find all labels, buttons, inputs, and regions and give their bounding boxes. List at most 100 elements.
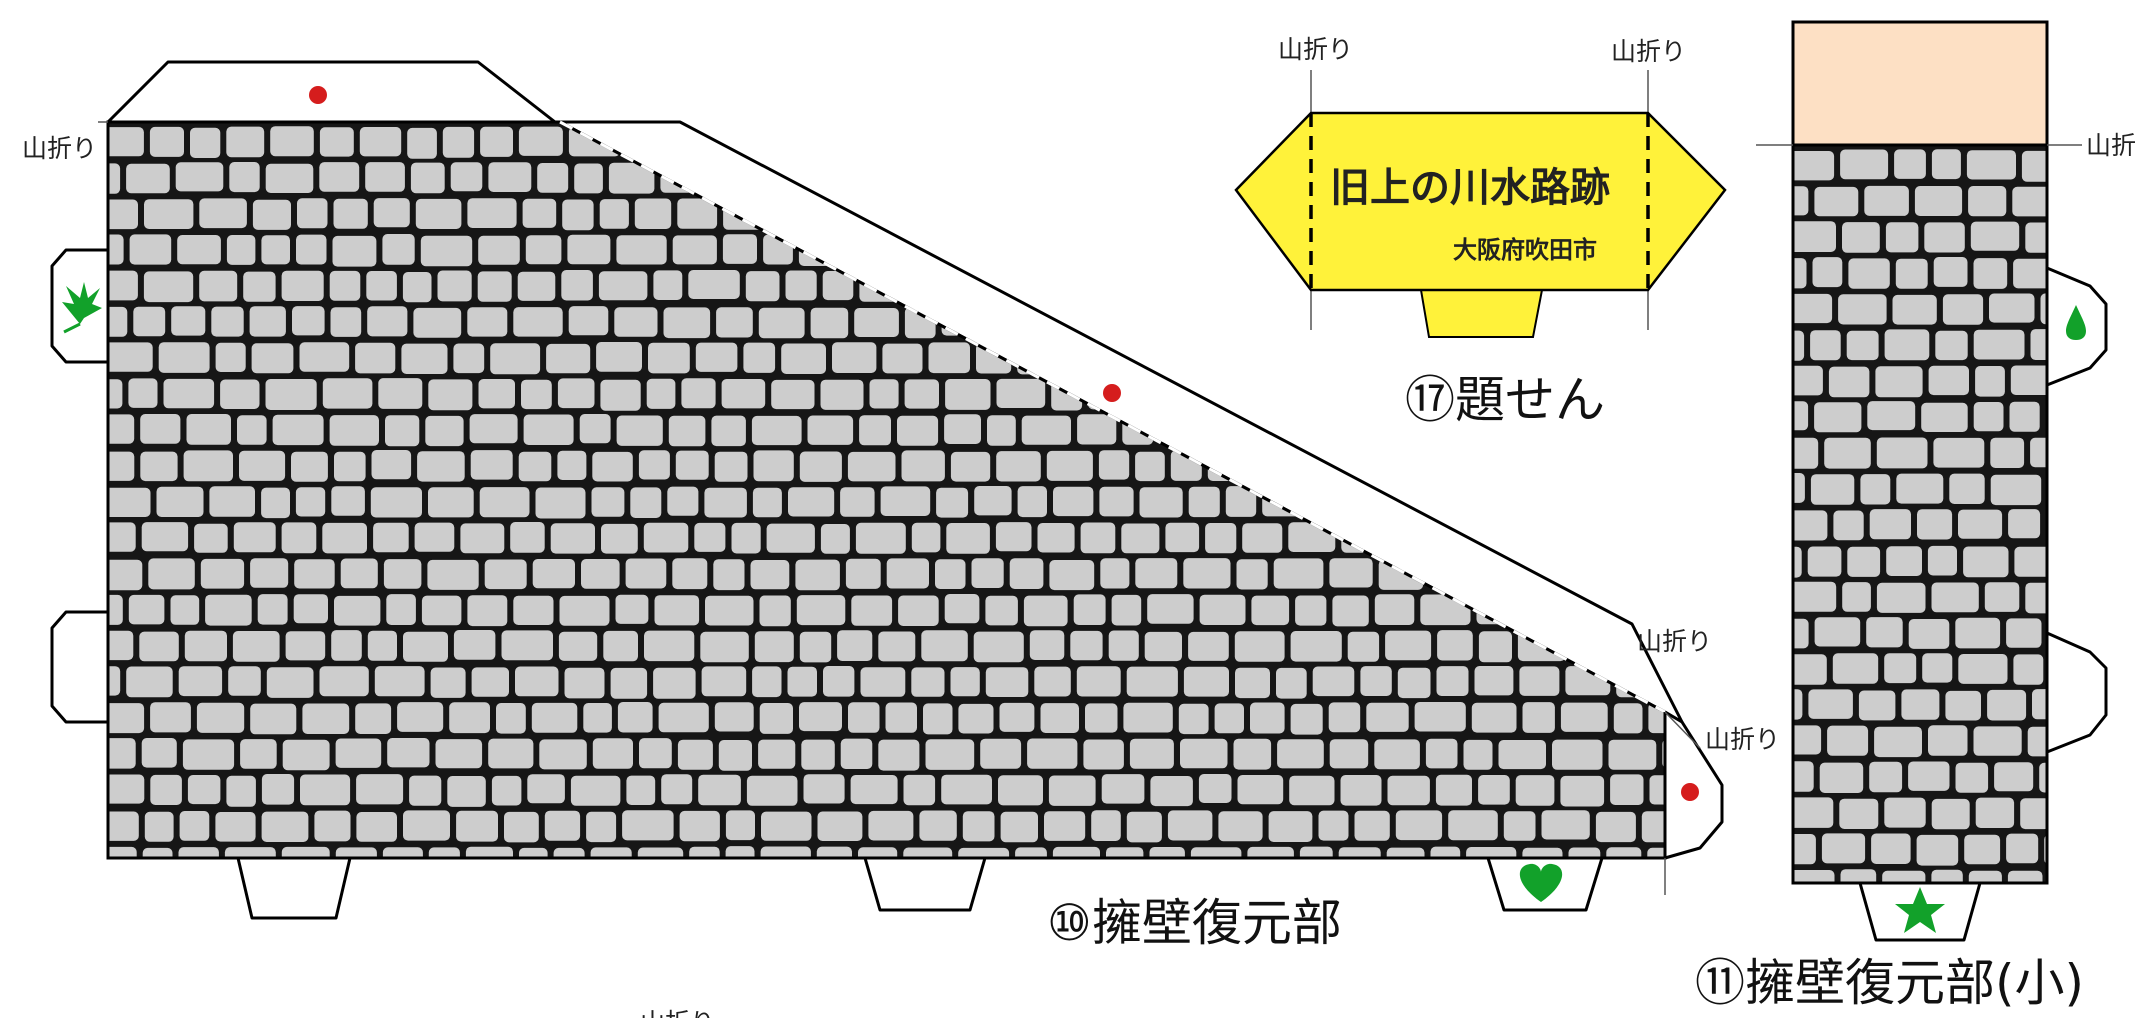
- stone-block: [1200, 198, 1232, 230]
- stone-block: [1973, 258, 2008, 289]
- stone-block: [1793, 473, 1805, 503]
- stone-block: [1478, 631, 1512, 663]
- stone-block: [1236, 559, 1268, 590]
- stone-block: [302, 703, 350, 734]
- stone-block: [1139, 487, 1183, 518]
- stone-block: [1576, 523, 1609, 553]
- stone-block: [261, 235, 290, 265]
- stone-block: [1190, 127, 1226, 159]
- stone-block: [367, 306, 408, 337]
- stone-block: [799, 631, 832, 663]
- stone-block: [788, 487, 835, 517]
- stone-block: [403, 810, 450, 841]
- stone-block: [859, 415, 891, 446]
- drop-icon: [2066, 305, 2086, 340]
- heart-icon: [1519, 863, 1563, 902]
- stone-block: [675, 450, 709, 480]
- stone-block: [386, 594, 416, 625]
- stone-block: [270, 126, 314, 157]
- stone-block: [1608, 739, 1657, 770]
- stone-block: [546, 343, 591, 374]
- stone-block: [781, 343, 826, 374]
- stone-block: [858, 847, 898, 858]
- stone-block: [108, 666, 121, 696]
- stone-block: [1793, 437, 1819, 469]
- stone-block: [1273, 558, 1324, 589]
- stone-block: [1290, 703, 1323, 735]
- stone-block: [590, 847, 632, 858]
- red-dot-icon: [1681, 783, 1699, 801]
- stone-block: [661, 774, 693, 805]
- stone-block: [1614, 523, 1656, 554]
- stone-block: [1085, 703, 1118, 733]
- stone-block: [1150, 776, 1193, 807]
- stone-block: [480, 126, 513, 157]
- stone-block: [1436, 666, 1469, 696]
- stone-block: [108, 846, 137, 858]
- stone-block: [1230, 379, 1263, 410]
- stone-block: [2044, 834, 2047, 864]
- stone-block: [1073, 594, 1106, 625]
- stone-block: [1023, 595, 1068, 627]
- stone-block: [568, 306, 609, 336]
- stone-block: [544, 810, 581, 841]
- stone-block: [1613, 451, 1661, 482]
- left-glue-flap-lower: [50, 610, 110, 724]
- stone-block: [721, 379, 766, 409]
- stone-block: [539, 739, 587, 770]
- stone-block: [1106, 847, 1144, 858]
- stone-block: [935, 559, 966, 589]
- stone-block: [108, 774, 145, 804]
- stone-block: [911, 522, 941, 553]
- stone-block: [226, 126, 265, 158]
- stone-block: [1060, 163, 1099, 194]
- stone-block: [1884, 653, 1917, 684]
- star-icon: [1895, 887, 1945, 933]
- stone-block: [996, 378, 1046, 408]
- stone-block: [128, 594, 165, 625]
- stone-block: [2006, 833, 2039, 864]
- stone-block: [1188, 486, 1220, 518]
- stone-block: [714, 702, 754, 732]
- stone-block: [467, 307, 508, 337]
- stone-block: [1793, 797, 1834, 828]
- stone-block: [1968, 186, 2007, 217]
- fold-label-cropped: 山折り: [640, 1008, 715, 1018]
- stone-block: [292, 306, 325, 336]
- stone-block: [941, 774, 992, 805]
- stone-block: [517, 271, 556, 301]
- stone-block: [297, 198, 328, 229]
- red-dot-icon: [1103, 384, 1121, 402]
- stone-block: [1793, 581, 1837, 612]
- stone-block: [567, 234, 611, 265]
- stone-block: [1842, 222, 1880, 253]
- stone-block: [374, 666, 425, 697]
- stone-block: [478, 235, 520, 265]
- stone-block: [1000, 811, 1038, 843]
- stone-block: [1268, 811, 1313, 842]
- stone-block: [108, 451, 135, 481]
- stone-block: [832, 342, 877, 373]
- stone-block: [1503, 811, 1536, 841]
- stone-block: [535, 487, 586, 519]
- stone-block: [795, 559, 840, 591]
- stone-block: [501, 630, 553, 661]
- fold-label-plate-right: 山折り: [1611, 37, 1686, 66]
- stone-block: [1387, 775, 1430, 806]
- stone-block: [232, 631, 280, 662]
- stone-block: [1423, 342, 1470, 372]
- stone-block: [1964, 834, 2001, 865]
- stone-block: [1218, 811, 1263, 842]
- stone-block: [527, 774, 565, 804]
- stone-block: [250, 558, 289, 588]
- stone-block: [1015, 163, 1055, 195]
- stone-block: [108, 306, 128, 337]
- stone-block: [1963, 546, 2009, 578]
- stone-block: [108, 522, 136, 552]
- stone-block: [366, 271, 397, 301]
- stone-block: [239, 450, 286, 481]
- sign-subtitle: 大阪府吹田市: [1453, 236, 1597, 264]
- stone-block: [1864, 185, 1909, 216]
- stone-block: [387, 738, 430, 768]
- stone-block: [677, 198, 718, 229]
